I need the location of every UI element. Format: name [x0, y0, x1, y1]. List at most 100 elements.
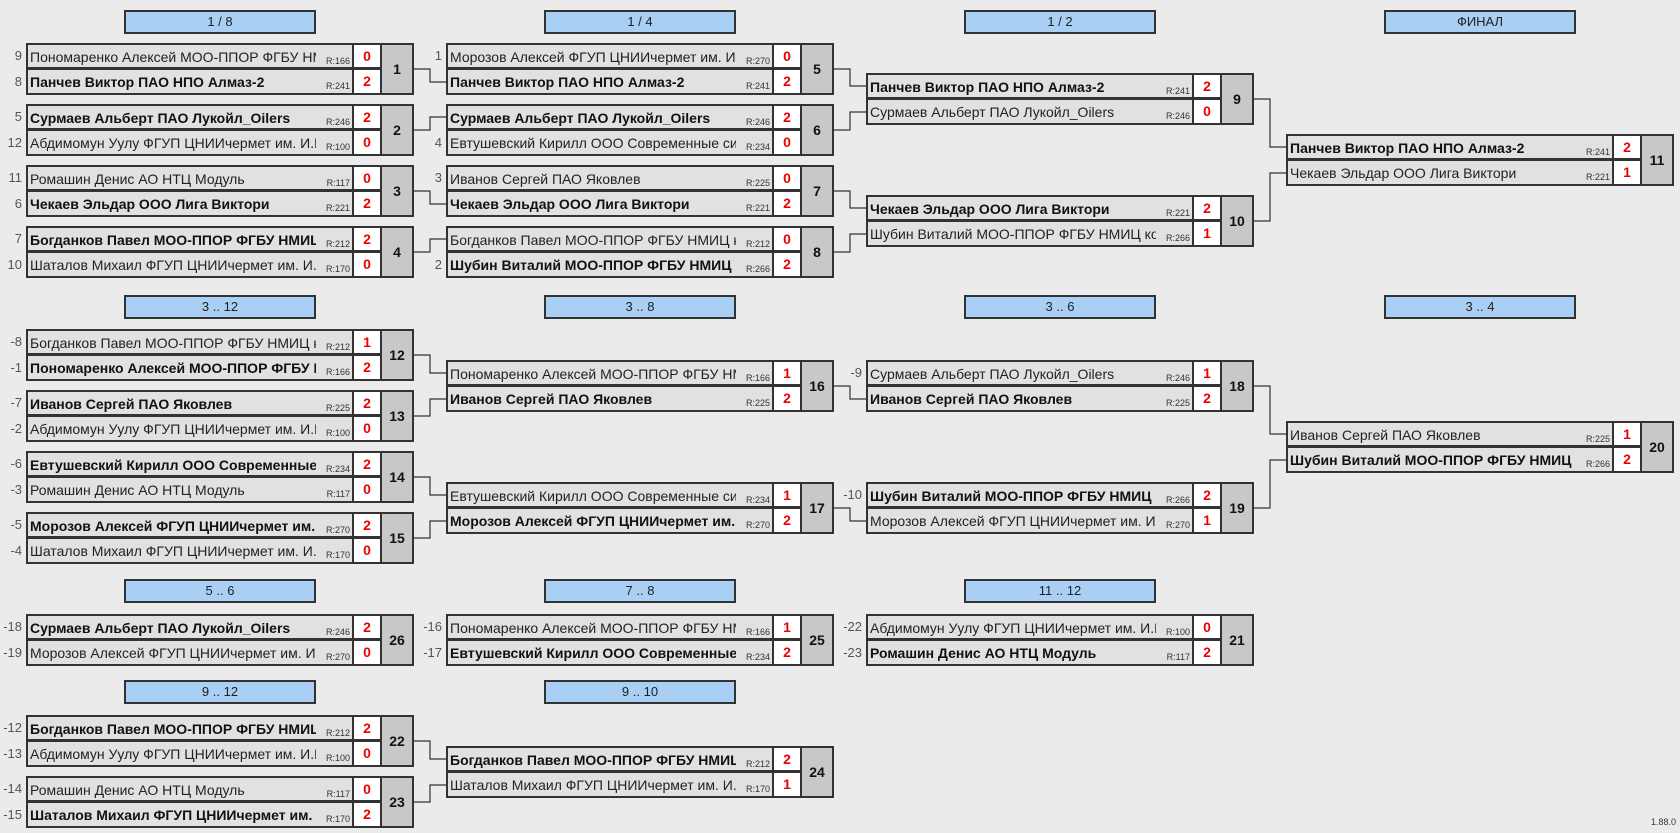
player-rating: R:270 [745, 56, 770, 66]
player-rating: R:212 [745, 239, 770, 249]
player-name: Шаталов Михаил ФГУП ЦНИИчермет им. И.П. … [30, 257, 316, 273]
player-score: 2 [354, 191, 382, 217]
player-name: Панчев Виктор ПАО НПО Алмаз-2 [30, 74, 265, 90]
player-row: Морозов Алексей ФГУП ЦНИИчермет им. И.П.… [26, 640, 354, 666]
match-1: Пономаренко Алексей МОО-ППОР ФГБУ НМИЦ к… [15, 43, 416, 99]
player-name: Шаталов Михаил ФГУП ЦНИИчермет им. И.П. … [30, 543, 316, 559]
player-seed: -13 [3, 746, 22, 761]
player-row: Морозов Алексей ФГУП ЦНИИчермет им. И.П.… [26, 512, 354, 538]
round-header-h13: 9 .. 10 [544, 680, 736, 704]
player-name: Ромашин Денис АО НТЦ Модуль [870, 645, 1097, 661]
match-15: Морозов Алексей ФГУП ЦНИИчермет им. И.П.… [10, 512, 416, 568]
match-number: 26 [380, 614, 414, 666]
match-21: Абдимомун Уулу ФГУП ЦНИИчермет им. И.П. … [843, 614, 1256, 670]
match-number: 12 [380, 329, 414, 381]
player-rating: R:117 [1166, 652, 1190, 662]
player-seed: -3 [10, 482, 22, 497]
player-row: Евтушевский Кирилл ООО Современные систе… [446, 482, 774, 508]
player-rating: R:234 [745, 495, 770, 505]
player-name: Шубин Виталий МОО-ППОР ФГБУ НМИЦ колопро… [870, 488, 1156, 504]
match-number: 9 [1220, 73, 1254, 125]
player-row: Богданков Павел МОО-ППОР ФГБУ НМИЦ колоп… [26, 329, 354, 355]
player-name: Богданков Павел МОО-ППОР ФГБУ НМИЦ колоп… [450, 232, 736, 248]
player-row: Богданков Павел МОО-ППОР ФГБУ НМИЦ колоп… [26, 226, 354, 252]
player-rating: R:241 [325, 81, 350, 91]
connector-m23-m24 [414, 784, 446, 803]
player-name: Ромашин Денис АО НТЦ Модуль [30, 482, 245, 498]
player-name: Пономаренко Алексей МОО-ППОР ФГБУ НМИЦ к… [30, 360, 316, 376]
match-19: Шубин Виталий МОО-ППОР ФГБУ НМИЦ колопро… [843, 482, 1256, 538]
player-row: Сурмаев Альберт ПАО Лукойл_Oilers R:246 [866, 360, 1194, 386]
match-number: 25 [800, 614, 834, 666]
match-8: Богданков Павел МОО-ППОР ФГБУ НМИЦ колоп… [435, 226, 836, 282]
match-number: 1 [380, 43, 414, 95]
player-rating: R:246 [745, 117, 770, 127]
match-24: Богданков Павел МОО-ППОР ФГБУ НМИЦ колоп… [446, 746, 836, 802]
round-header-h1: 1 / 8 [124, 10, 316, 34]
player-name: Иванов Сергей ПАО Яковлев [450, 171, 641, 187]
match-number: 10 [1220, 195, 1254, 247]
player-name: Шаталов Михаил ФГУП ЦНИИчермет им. И.П. … [450, 777, 736, 793]
round-header-h11: 11 .. 12 [964, 579, 1156, 603]
player-seed: -12 [3, 720, 22, 735]
match-number: 20 [1640, 421, 1674, 473]
player-score: 2 [354, 715, 382, 741]
player-rating: R:266 [745, 264, 770, 274]
player-name: Шаталов Михаил ФГУП ЦНИИчермет им. И.П. … [30, 807, 316, 823]
player-name: Евтушевский Кирилл ООО Современные систе… [450, 645, 736, 661]
player-rating: R:241 [1585, 147, 1610, 157]
player-row: Шубин Виталий МОО-ППОР ФГБУ НМИЦ колопро… [866, 482, 1194, 508]
player-seed: -8 [10, 334, 22, 349]
player-seed: 8 [14, 74, 22, 89]
player-name: Сурмаев Альберт ПАО Лукойл_Oilers [870, 104, 1115, 120]
player-rating: R:170 [745, 784, 770, 794]
player-rating: R:234 [745, 142, 770, 152]
player-seed: 1 [434, 48, 442, 63]
player-name: Иванов Сергей ПАО Яковлев [30, 396, 233, 412]
player-name: Евтушевский Кирилл ООО Современные систе… [450, 135, 736, 151]
round-header-h9: 5 .. 6 [124, 579, 316, 603]
match-number: 23 [380, 776, 414, 828]
round-header-h7: 3 .. 6 [964, 295, 1156, 319]
player-seed: 6 [14, 196, 22, 211]
match-number: 11 [1640, 134, 1674, 186]
player-score: 1 [774, 772, 802, 798]
player-seed: 10 [7, 257, 22, 272]
connector-m22-m24 [414, 740, 446, 760]
player-row: Пономаренко Алексей МОО-ППОР ФГБУ НМИЦ к… [446, 360, 774, 386]
player-name: Ромашин Денис АО НТЦ Модуль [30, 171, 245, 187]
player-rating: R:246 [1165, 373, 1190, 383]
match-number: 19 [1220, 482, 1254, 534]
player-name: Морозов Алексей ФГУП ЦНИИчермет им. И.П.… [450, 513, 736, 529]
player-rating: R:221 [1165, 208, 1190, 218]
player-seed: -2 [10, 421, 22, 436]
player-score: 0 [354, 741, 382, 767]
player-seed: 2 [434, 257, 442, 272]
player-score: 2 [354, 355, 382, 381]
player-rating: R:234 [325, 464, 350, 474]
player-seed: -14 [3, 781, 22, 796]
player-seed: -18 [3, 619, 22, 634]
player-score: 2 [774, 252, 802, 278]
player-row: Богданков Павел МОО-ППОР ФГБУ НМИЦ колоп… [446, 746, 774, 772]
player-name: Богданков Павел МОО-ППОР ФГБУ НМИЦ колоп… [30, 335, 316, 351]
player-name: Сурмаев Альберт ПАО Лукойл_Oilers [870, 366, 1115, 382]
player-rating: R:212 [325, 239, 350, 249]
player-seed: -6 [10, 456, 22, 471]
connector-m13-m16 [414, 398, 446, 417]
match-number: 8 [800, 226, 834, 278]
connector-m5-m9 [834, 68, 866, 87]
